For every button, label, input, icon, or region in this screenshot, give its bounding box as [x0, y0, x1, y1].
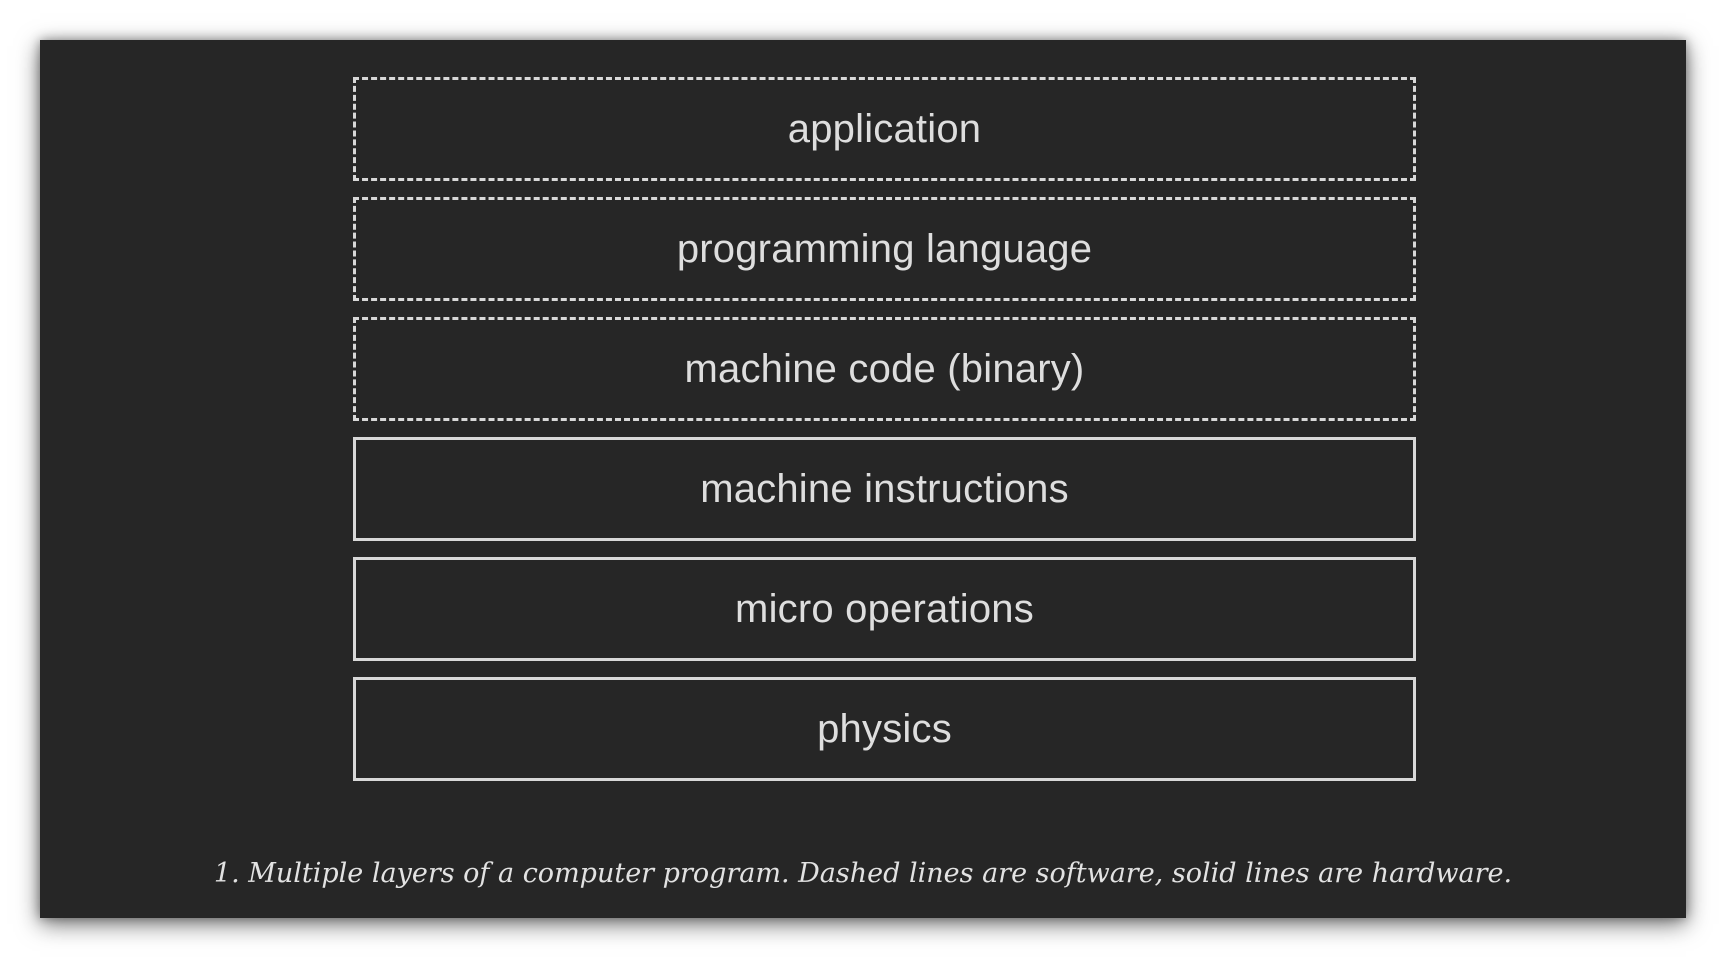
layer-label: application	[787, 106, 982, 151]
figure-panel: application programming language machine…	[40, 40, 1686, 918]
layer-machine-code: machine code (binary)	[353, 317, 1416, 421]
layer-machine-instructions: machine instructions	[353, 437, 1416, 541]
figure-caption: 1. Multiple layers of a computer program…	[213, 858, 1513, 889]
layer-micro-operations: micro operations	[353, 557, 1416, 661]
layer-label: physics	[817, 706, 952, 751]
layer-stack: application programming language machine…	[353, 77, 1416, 797]
layer-label: machine code (binary)	[684, 346, 1085, 391]
layer-label: micro operations	[735, 586, 1034, 631]
layer-physics: physics	[353, 677, 1416, 781]
layer-label: machine instructions	[700, 466, 1069, 511]
layer-programming-language: programming language	[353, 197, 1416, 301]
layer-label: programming language	[676, 226, 1093, 271]
layer-application: application	[353, 77, 1416, 181]
